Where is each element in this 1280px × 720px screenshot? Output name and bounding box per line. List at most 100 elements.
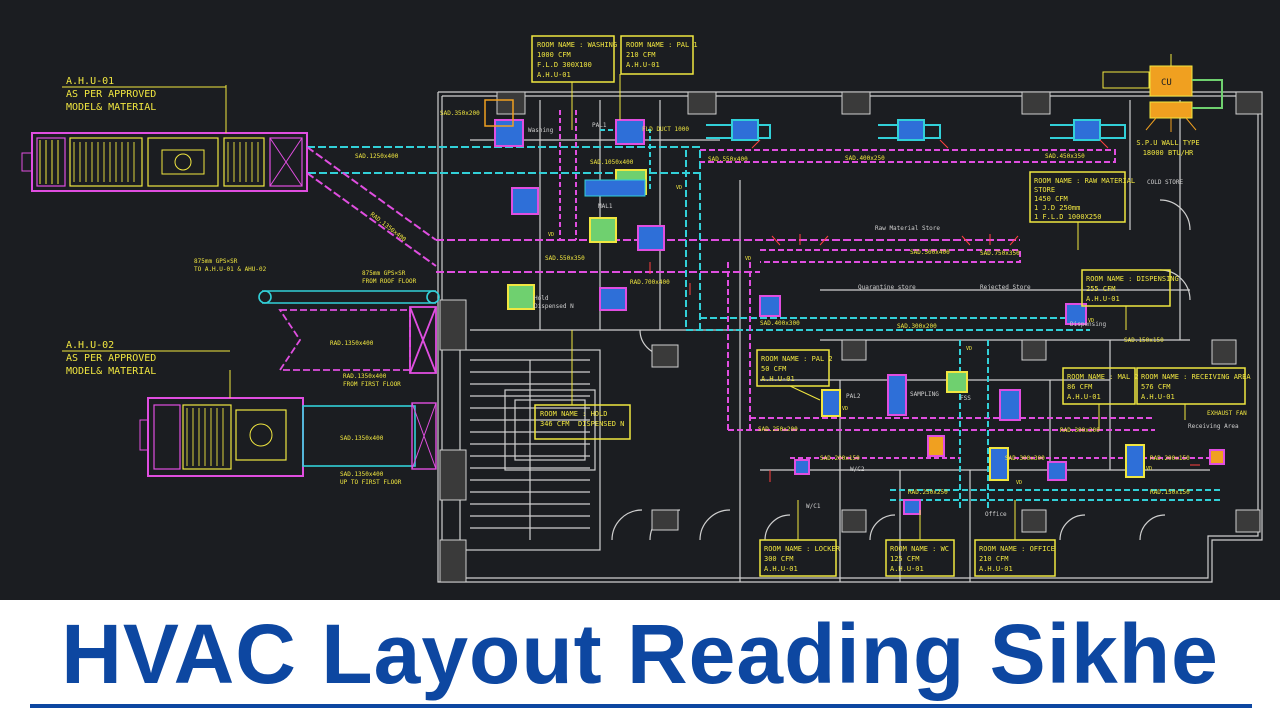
vd-marker: VD bbox=[1146, 466, 1152, 472]
duct-label-14: SAD.250x200 bbox=[758, 426, 798, 433]
tag-dispensing-l2: 255 CFM bbox=[1086, 285, 1116, 293]
ahu-01-name: A.H.U-01 bbox=[66, 76, 114, 87]
tag-raw-l5: 1 F.L.D 1000X250 bbox=[1034, 213, 1101, 221]
tag-hold-l2: 346 CFM bbox=[540, 420, 570, 428]
note-up-first-2: UP TO FIRST FLOOR bbox=[340, 479, 402, 486]
tag-locker-l2: 300 CFM bbox=[764, 555, 794, 563]
tag-office-l3: A.H.U-01 bbox=[979, 565, 1013, 573]
note-from-roof-2: FROM ROOF FLOOR bbox=[362, 278, 417, 285]
tag-office-l1: ROOM NAME : OFFICE bbox=[979, 545, 1055, 553]
tag-washing-l1: ROOM NAME : WASHING bbox=[537, 41, 617, 49]
tag-raw-l2: STORE bbox=[1034, 186, 1055, 194]
tag-receiving-l3: A.H.U-01 bbox=[1141, 393, 1175, 401]
duct-label-10: SAD.500x400 bbox=[910, 249, 950, 256]
room-quarantine: Quarantine store bbox=[858, 284, 916, 291]
tag-raw-l1: ROOM NAME : RAW MATERIAL bbox=[1034, 177, 1135, 185]
vd-marker: VD bbox=[676, 185, 682, 191]
tag-hold-l3: DISPENSED N bbox=[578, 420, 624, 428]
tag-washing-l3: F.L.D 300X100 bbox=[537, 61, 592, 69]
room-sampling: SAMPLING bbox=[910, 391, 939, 398]
tag-locker-l3: A.H.U-01 bbox=[764, 565, 798, 573]
ahu-02-unit bbox=[139, 370, 437, 477]
duct-label-19: RAD.250x250 bbox=[908, 489, 948, 496]
duct-label-17: RAD.300x200 bbox=[1060, 427, 1100, 434]
note-up-first: SAD.1350x400 bbox=[340, 471, 384, 478]
note-washing-room: Washing bbox=[528, 127, 554, 134]
air-throw-marks bbox=[649, 139, 1200, 482]
duct-label-2: SAD.1050x400 bbox=[590, 159, 634, 166]
split-unit: CU bbox=[1102, 54, 1223, 132]
duct-label-22: SAD.350x200 bbox=[440, 110, 480, 117]
tag-leaders bbox=[571, 74, 1186, 540]
tag-hold-l1: ROOM NAME : HOLD bbox=[540, 410, 607, 418]
note-mal1-room: MAL1 bbox=[598, 203, 613, 210]
drawing-notes: 875mm GPS×SR TO A.H.U-01 & AHU-02 875mm … bbox=[194, 122, 1247, 486]
duct-label-12: SAD.300x200 bbox=[897, 323, 937, 330]
room-dispensing: Dispensing bbox=[1070, 321, 1107, 328]
duct-label-7: RAD.1350x400 bbox=[330, 340, 374, 347]
duct-label-11: SAD.400x300 bbox=[760, 320, 800, 327]
duct-label-8: SAD.1350x400 bbox=[340, 435, 384, 442]
room-names: COLD STORE Rejected Store Quarantine sto… bbox=[806, 179, 1239, 518]
vd-marker: VD bbox=[745, 256, 751, 262]
tag-pal1-l1: ROOM NAME : PAL 1 bbox=[626, 41, 698, 49]
ahu-01-line1: AS PER APPROVED bbox=[66, 89, 156, 100]
tag-washing-l4: A.H.U-01 bbox=[537, 71, 571, 79]
tag-pal2-l3: A.H.U-01 bbox=[761, 375, 795, 383]
vd-marker: VD bbox=[966, 346, 972, 352]
note-fresh-air-2: TO A.H.U-01 & AHU-02 bbox=[194, 266, 267, 273]
note-fld-duct: FLD DUCT 1000 bbox=[642, 126, 689, 133]
tag-mal2-l3: A.H.U-01 bbox=[1067, 393, 1101, 401]
tag-raw-l4: 1 J.D 250mm bbox=[1034, 204, 1080, 212]
tag-washing-l2: 1000 CFM bbox=[537, 51, 571, 59]
tag-raw-l3: 1450 CFM bbox=[1034, 195, 1068, 203]
room-rejected: Rejected Store bbox=[980, 284, 1031, 291]
note-pal1-room: PAL1 bbox=[592, 122, 607, 129]
room-pal2: PAL2 bbox=[846, 393, 861, 400]
note-hold-room: Hold bbox=[534, 295, 549, 302]
duct-label-3: SAD.550x400 bbox=[708, 156, 748, 163]
return-duct-ahu02 bbox=[278, 306, 437, 374]
ahu-02-line1: AS PER APPROVED bbox=[66, 353, 156, 364]
ahu-01-line2: MODEL& MATERIAL bbox=[66, 102, 156, 113]
tag-dispensing-l3: A.H.U-01 bbox=[1086, 295, 1120, 303]
room-fss: FSS bbox=[960, 395, 971, 402]
tag-dispensing-l1: ROOM NAME : DISPENSING bbox=[1086, 275, 1179, 283]
room-raw-store: Raw Material Store bbox=[875, 225, 940, 232]
tag-pal1-l2: 210 CFM bbox=[626, 51, 656, 59]
duct-label-15: SAD.200x150 bbox=[820, 455, 860, 462]
vd-marker: VD bbox=[1016, 480, 1022, 486]
vd-marker: VD bbox=[842, 406, 848, 412]
duct-label-16: SAD.300x300 bbox=[1005, 455, 1045, 462]
split-cu-tag: CU bbox=[1161, 78, 1172, 88]
room-tags: ROOM NAME : WASHING 1000 CFM F.L.D 300X1… bbox=[531, 35, 1251, 577]
split-name: S.P.U WALL TYPE bbox=[1136, 139, 1199, 147]
tag-wc-l1: ROOM NAME : WC bbox=[890, 545, 949, 553]
vd-marker: VD bbox=[1088, 318, 1094, 324]
duct-label-18: RAD.700x400 bbox=[630, 279, 670, 286]
fresh-air-duct bbox=[258, 290, 440, 304]
duct-label-13: SAD.150x150 bbox=[1124, 337, 1164, 344]
room-cold-store: COLD STORE bbox=[1147, 179, 1184, 186]
room-wc1: W/C1 bbox=[806, 503, 821, 510]
tag-mal2-l1: ROOM NAME : MAL 2 bbox=[1067, 373, 1139, 381]
air-diffusers bbox=[484, 99, 1225, 515]
supply-main-duct bbox=[306, 110, 1220, 510]
tag-pal2-l2: 50 CFM bbox=[761, 365, 786, 373]
tag-office-l2: 210 CFM bbox=[979, 555, 1009, 563]
tag-locker-l1: ROOM NAME : LOCKER bbox=[764, 545, 841, 553]
structural-columns bbox=[439, 91, 1263, 583]
tag-wc-l2: 125 CFM bbox=[890, 555, 920, 563]
note-from-first-2: FROM FIRST FLOOR bbox=[343, 381, 401, 388]
ahu-01-unit bbox=[21, 85, 308, 192]
cad-drawing-area: A.H.U-01 AS PER APPROVED MODEL& MATERIAL… bbox=[0, 0, 1280, 600]
duct-label-5: SAD.450x350 bbox=[1045, 153, 1085, 160]
tag-receiving-l2: 576 CFM bbox=[1141, 383, 1171, 391]
tag-receiving-l1: ROOM NAME : RECEIVING AREA bbox=[1141, 373, 1251, 381]
tag-pal1-l3: A.H.U-01 bbox=[626, 61, 660, 69]
ahu-02-line2: MODEL& MATERIAL bbox=[66, 366, 156, 377]
note-fresh-air: 875mm GPS×SR bbox=[194, 258, 238, 265]
split-capacity: 18000 BTU/HR bbox=[1143, 149, 1194, 157]
hvac-floor-plan: A.H.U-01 AS PER APPROVED MODEL& MATERIAL… bbox=[21, 35, 1263, 583]
duct-label-1: SAD.1250x400 bbox=[355, 153, 399, 160]
